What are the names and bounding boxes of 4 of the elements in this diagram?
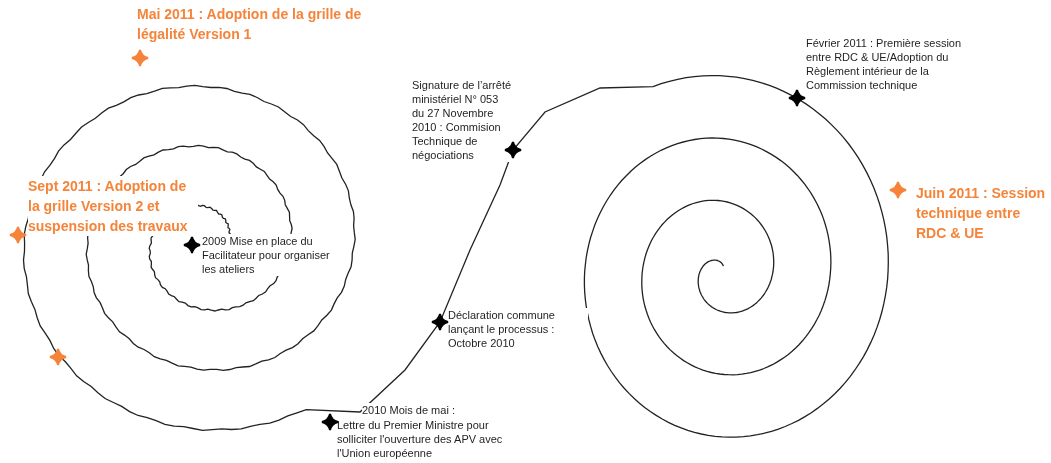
milestone-label: Déclaration commune lançant le processus : Octobre 2010 bbox=[448, 308, 588, 350]
milestone-label: Sept 2011 : Adoption de la grille Version 2 et suspension des travaux bbox=[28, 176, 198, 236]
milestone-label: 2009 Mise en place du Facilitateur pour organiser les ateliers bbox=[202, 234, 330, 276]
milestone-label: Signature de l’arrêté ministériel N° 053 du 27 Novembre 2010 : Commision Technique de négociations bbox=[412, 78, 512, 162]
